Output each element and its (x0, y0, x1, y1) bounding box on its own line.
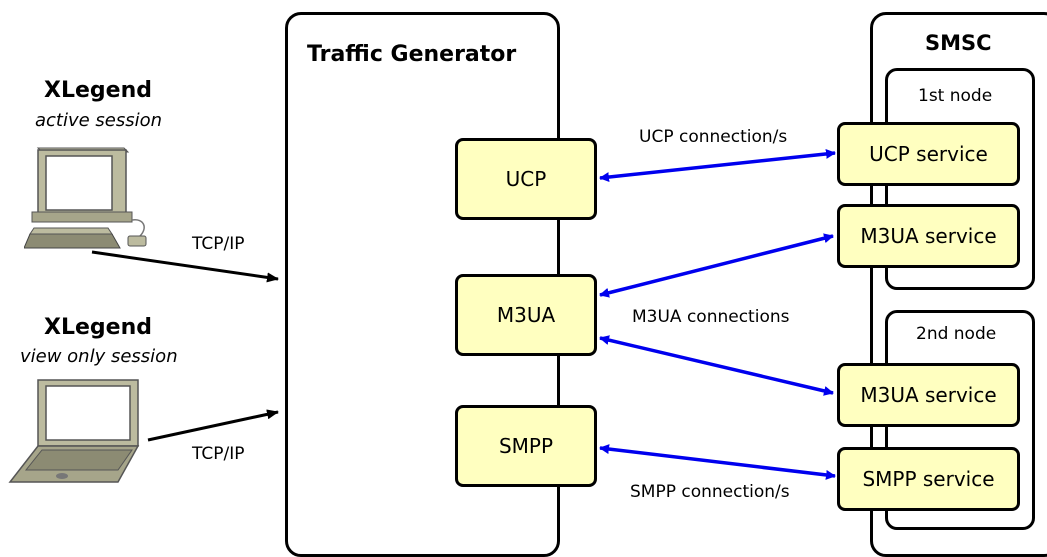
arrow-smpp-connection (599, 444, 836, 480)
node-1-label: 1st node (918, 86, 993, 106)
arrow-desktop-to-generator (91, 250, 279, 283)
laptop-icon (8, 379, 140, 483)
node-2-label: 2nd node (916, 324, 997, 344)
ucp-connection-label: UCP connection/s (639, 127, 788, 147)
arrow-ucp-connection (599, 148, 836, 183)
smsc-title: SMSC (925, 31, 992, 55)
ucp-module: UCP (455, 138, 597, 220)
arrow-m3ua-connection-node2 (599, 335, 834, 396)
node-2-m3ua-service: M3UA service (837, 363, 1020, 427)
desktop-computer-icon (24, 147, 147, 249)
node-1-ucp-service: UCP service (837, 122, 1020, 186)
m3ua-connection-label: M3UA connections (632, 307, 790, 327)
laptop-client-name: XLegend (44, 315, 152, 340)
laptop-client-session: view only session (20, 346, 178, 367)
traffic-generator-title: Traffic Generator (307, 42, 517, 67)
smpp-connection-label: SMPP connection/s (630, 482, 790, 502)
laptop-link-label: TCP/IP (192, 444, 245, 464)
desktop-client-name: XLegend (44, 78, 152, 103)
smpp-module: SMPP (455, 405, 597, 487)
m3ua-module: M3UA (455, 274, 597, 356)
node-1-m3ua-service: M3UA service (837, 204, 1020, 268)
arrow-laptop-to-generator (147, 409, 279, 442)
node-2-smpp-service: SMPP service (837, 447, 1020, 511)
arrow-m3ua-connection-node1 (599, 233, 834, 298)
connection-arrows (91, 148, 836, 480)
desktop-link-label: TCP/IP (192, 234, 245, 254)
desktop-client-session: active session (35, 110, 163, 131)
